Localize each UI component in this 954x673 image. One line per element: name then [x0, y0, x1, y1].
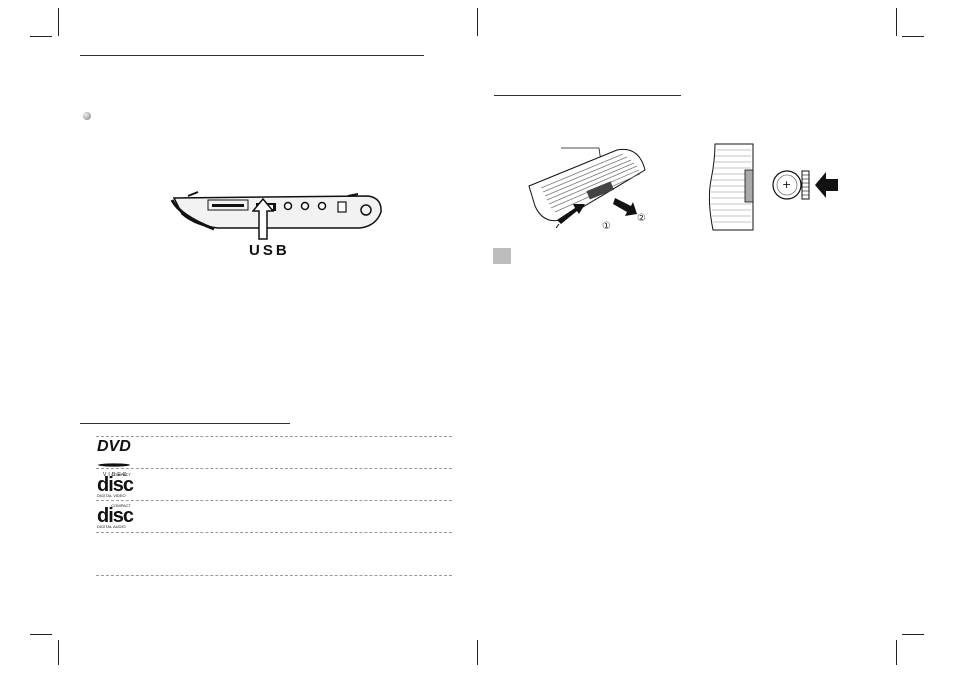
section-rule — [80, 55, 424, 56]
logo-small-text: COMPACT — [111, 503, 131, 508]
crop-mark — [896, 640, 897, 665]
crop-mark — [896, 8, 897, 36]
usb-port-illustration — [170, 191, 382, 231]
table-divider — [96, 575, 452, 576]
dvd-logo-text: DVD — [97, 438, 131, 455]
up-arrow-icon — [252, 198, 274, 240]
center-mark — [477, 640, 478, 665]
table-divider — [96, 532, 452, 533]
logo-disc-text: disc — [97, 505, 134, 527]
callout-1: ① — [602, 221, 611, 232]
battery-insert-illustration — [708, 143, 838, 231]
crop-mark — [902, 36, 924, 37]
table-divider — [96, 468, 452, 469]
table-divider — [96, 500, 452, 501]
compact-disc-audio-logo: COMPACT disc DIGITAL AUDIO — [97, 503, 134, 529]
callout-2: ② — [637, 213, 646, 224]
center-mark — [477, 8, 478, 36]
compact-disc-video-logo: COMPACT disc DIGITAL VIDEO — [97, 472, 134, 498]
bullet-icon — [83, 112, 91, 120]
logo-disc-text: disc — [97, 474, 134, 496]
dvd-video-logo: DVD VIDEO — [97, 438, 131, 479]
crop-mark — [902, 634, 924, 635]
note-icon — [493, 248, 511, 264]
table-divider — [96, 436, 452, 437]
disc-swoosh-icon — [98, 463, 130, 467]
crop-mark — [58, 8, 59, 36]
remote-battery-tray-illustration — [528, 147, 646, 228]
dvd-logo-subtext: VIDEO — [103, 472, 129, 478]
section-rule — [80, 423, 290, 424]
logo-small-text: COMPACT — [111, 472, 131, 477]
battery-plus-symbol: + — [782, 178, 792, 191]
logo-sub-text: DIGITAL VIDEO — [97, 493, 126, 498]
section-rule — [494, 95, 681, 96]
crop-mark — [30, 634, 52, 635]
usb-label: USB — [249, 242, 290, 259]
crop-mark — [30, 36, 52, 37]
crop-mark — [58, 640, 59, 665]
logo-sub-text: DIGITAL AUDIO — [97, 524, 126, 529]
